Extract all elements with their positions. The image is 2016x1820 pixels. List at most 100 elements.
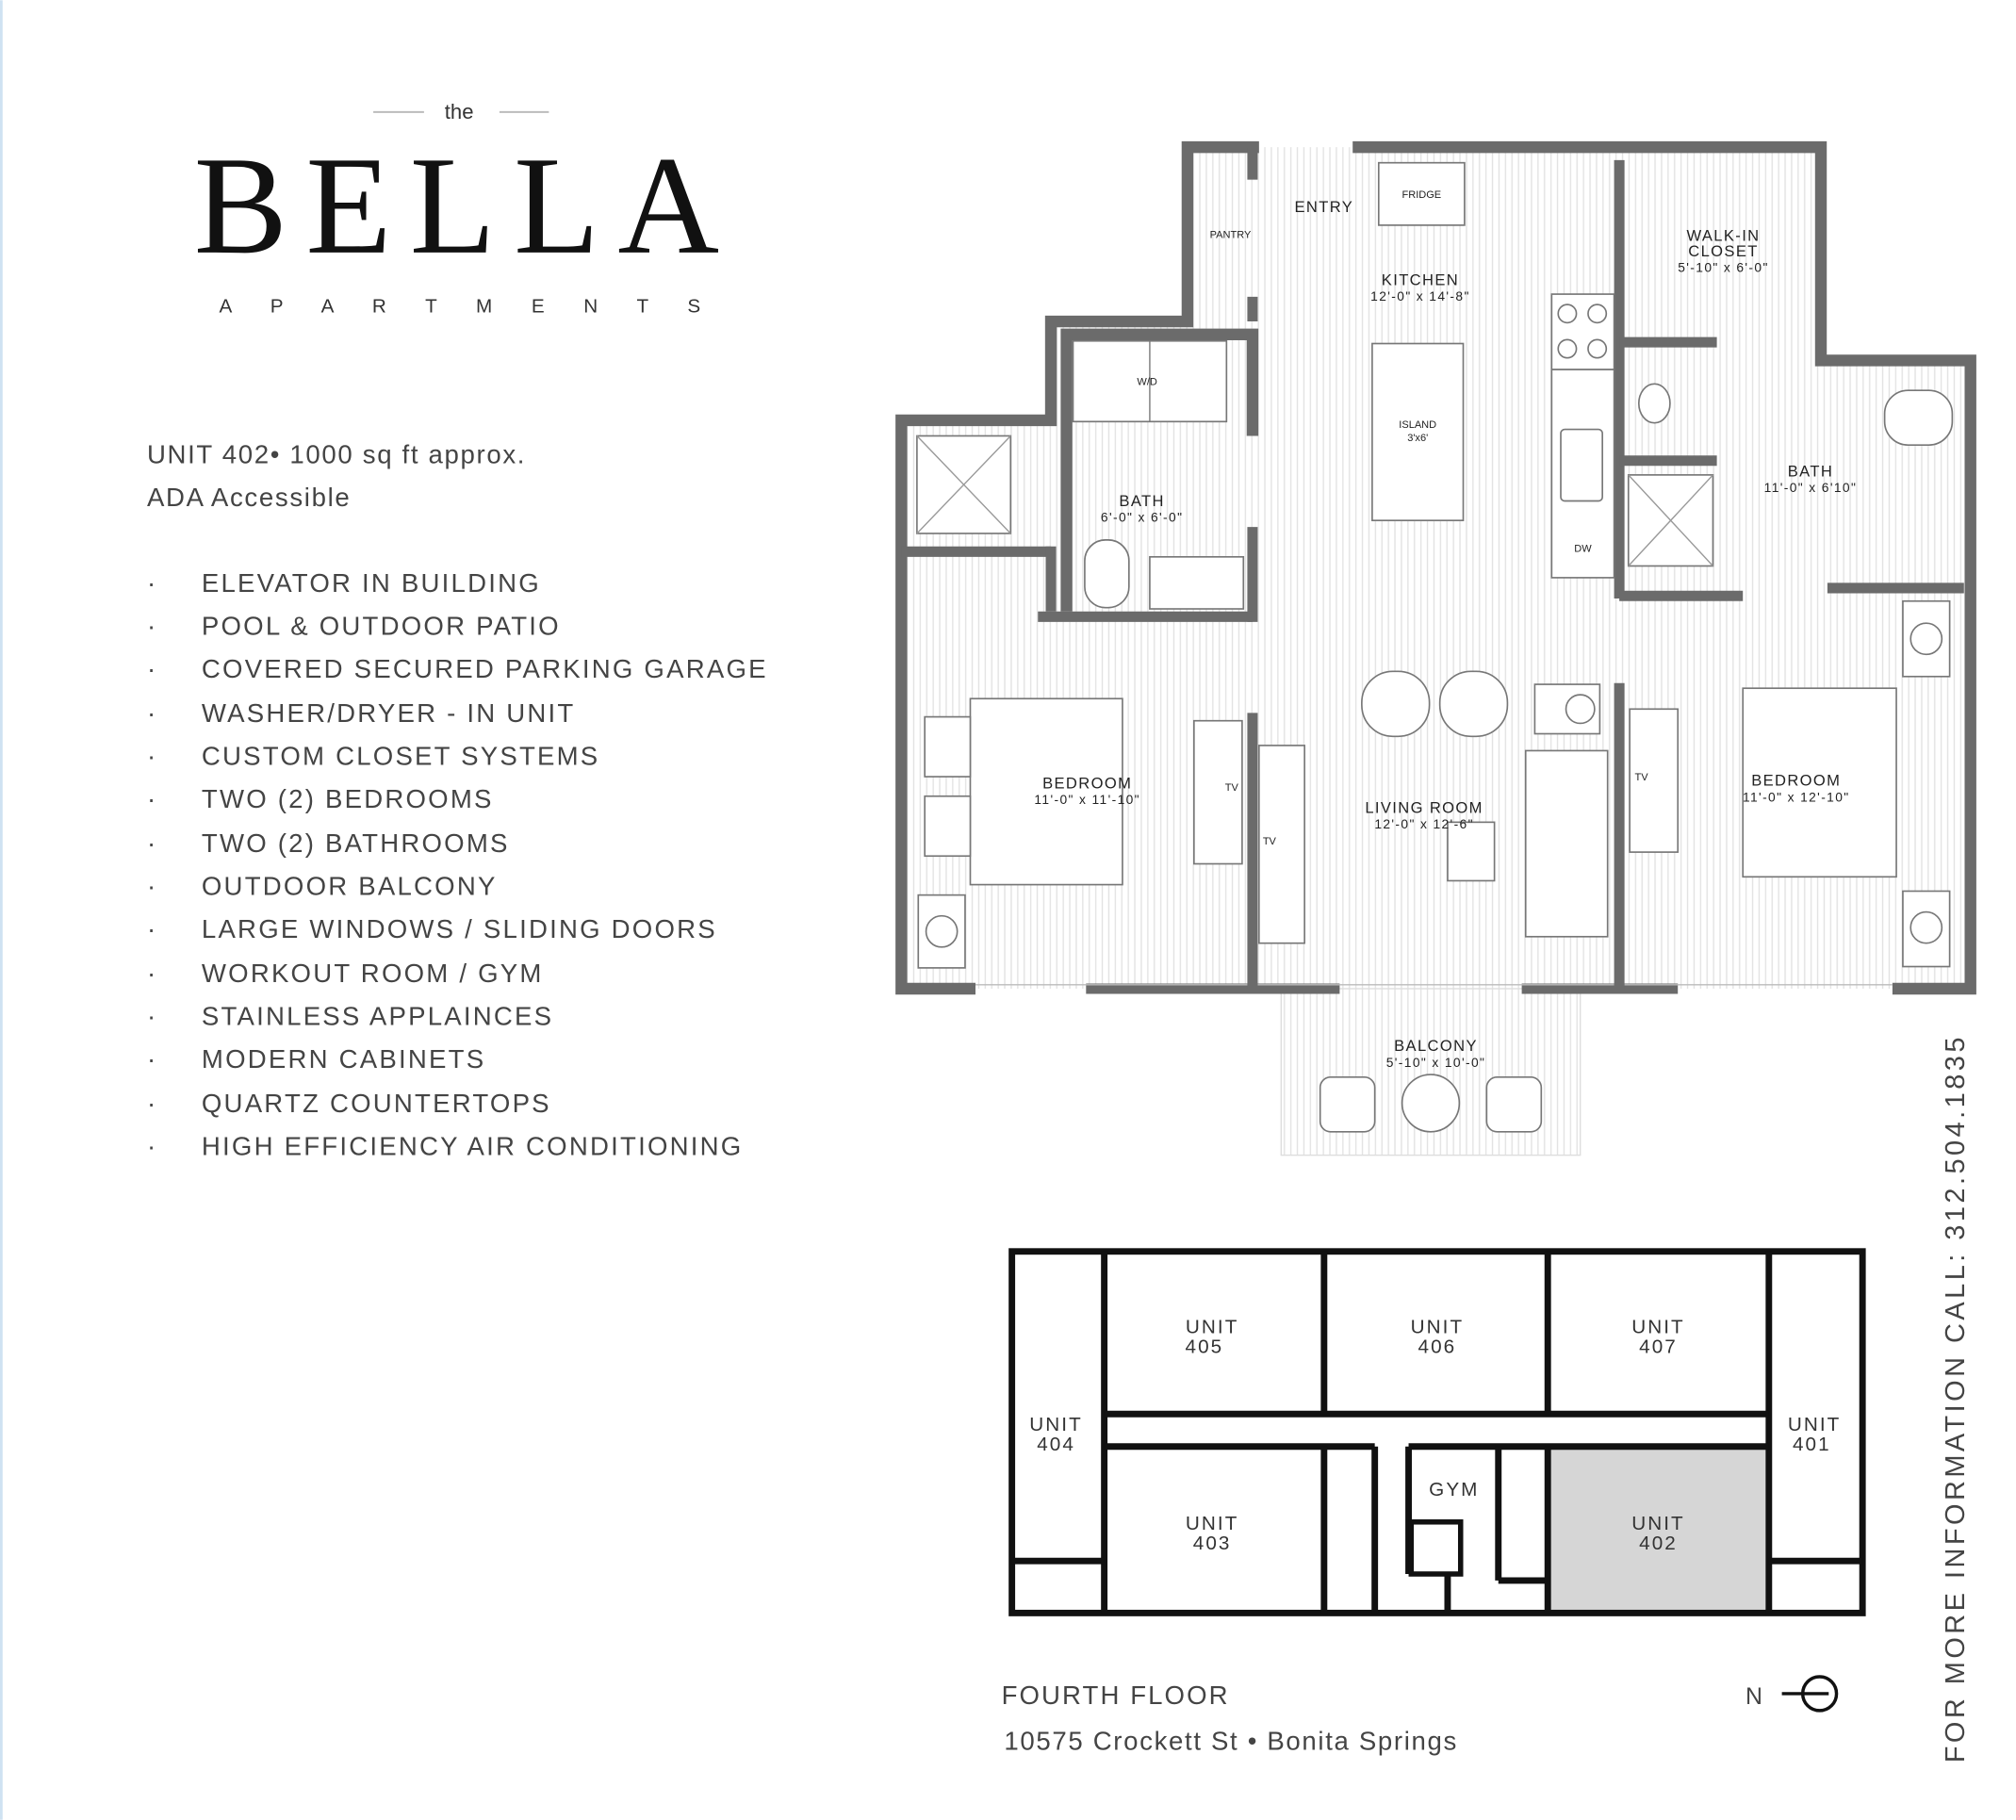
- tv-label: TV: [1635, 772, 1649, 783]
- island: [1371, 342, 1465, 522]
- pantry-label: PANTRY: [1210, 230, 1252, 241]
- svg-text:·: ·: [147, 914, 157, 943]
- unit-402-label: UNIT: [1631, 1513, 1685, 1534]
- svg-text:·: ·: [147, 1002, 157, 1031]
- svg-text:401: 401: [1793, 1434, 1831, 1455]
- svg-text:11'-0" x 12'-10": 11'-0" x 12'-10": [1743, 790, 1850, 804]
- feature-item: · STAINLESS APPLAINCES: [147, 1002, 553, 1031]
- logo-name: BELLA: [194, 128, 738, 284]
- svg-text:STAINLESS APPLAINCES: STAINLESS APPLAINCES: [202, 1002, 553, 1031]
- north-arrow-icon: [1781, 1675, 1839, 1713]
- svg-text:5'-10" x 10'-0": 5'-10" x 10'-0": [1386, 1056, 1486, 1070]
- feature-item: · POOL & OUTDOOR PATIO: [147, 612, 561, 641]
- closet-label: WALK-IN: [1687, 226, 1761, 244]
- svg-text:·: ·: [147, 828, 157, 858]
- bedroom1-label: BEDROOM: [1042, 774, 1132, 792]
- svg-text:·: ·: [147, 742, 157, 771]
- svg-text:CUSTOM CLOSET SYSTEMS: CUSTOM CLOSET SYSTEMS: [202, 742, 600, 771]
- svg-text:11'-0" x 6'10": 11'-0" x 6'10": [1764, 481, 1858, 495]
- svg-text:·: ·: [147, 698, 157, 728]
- north-label: N: [1746, 1684, 1762, 1710]
- svg-text:405: 405: [1186, 1336, 1224, 1357]
- feature-item: · LARGE WINDOWS / SLIDING DOORS: [147, 914, 717, 943]
- feature-item: · QUARTZ COUNTERTOPS: [147, 1089, 551, 1118]
- svg-text:407: 407: [1639, 1336, 1678, 1357]
- entry-label: ENTRY: [1294, 198, 1353, 216]
- svg-text:ISLAND: ISLAND: [1399, 419, 1436, 431]
- logo-prefix: the: [445, 100, 474, 123]
- washer-dryer-label: W/D: [1137, 377, 1156, 388]
- svg-text:·: ·: [147, 872, 157, 901]
- feature-item: · OUTDOOR BALCONY: [147, 872, 498, 901]
- svg-text:6'-0" x 6'-0": 6'-0" x 6'-0": [1101, 511, 1183, 525]
- tv-label: TV: [1225, 782, 1239, 794]
- unit-406-label: UNIT: [1411, 1317, 1465, 1338]
- svg-text:POOL & OUTDOOR PATIO: POOL & OUTDOOR PATIO: [202, 612, 561, 641]
- feature-item: · HIGH EFFICIENCY AIR CONDITIONING: [147, 1132, 744, 1161]
- svg-text:WORKOUT ROOM / GYM: WORKOUT ROOM / GYM: [202, 959, 544, 988]
- svg-text:OUTDOOR BALCONY: OUTDOOR BALCONY: [202, 872, 498, 901]
- svg-text:·: ·: [147, 959, 157, 988]
- address: 10575 Crockett St • Bonita Springs: [1004, 1726, 1458, 1755]
- unit-404-label: UNIT: [1029, 1414, 1083, 1435]
- feature-item: · COVERED SECURED PARKING GARAGE: [147, 654, 768, 683]
- svg-text:LARGE WINDOWS / SLIDING DOORS: LARGE WINDOWS / SLIDING DOORS: [202, 914, 717, 943]
- unit-accessibility: ADA Accessible: [147, 483, 351, 512]
- floor-label: FOURTH FLOOR: [1002, 1681, 1230, 1710]
- svg-text:403: 403: [1193, 1533, 1232, 1554]
- svg-text:·: ·: [147, 1044, 157, 1074]
- svg-text:TWO (2) BATHROOMS: TWO (2) BATHROOMS: [202, 828, 510, 858]
- fridge-label: FRIDGE: [1401, 189, 1441, 201]
- dishwasher-label: DW: [1574, 543, 1592, 554]
- svg-text:·: ·: [147, 612, 157, 641]
- balcony-label: BALCONY: [1394, 1037, 1478, 1055]
- svg-text:12'-0" x 14'-8": 12'-0" x 14'-8": [1370, 289, 1470, 303]
- logo: the BELLA A P A R T M E N T S: [194, 100, 738, 318]
- svg-text:406: 406: [1418, 1336, 1457, 1357]
- feature-item: · MODERN CABINETS: [147, 1044, 485, 1074]
- unit-403-label: UNIT: [1186, 1513, 1239, 1534]
- svg-text:·: ·: [147, 1089, 157, 1118]
- svg-text:QUARTZ COUNTERTOPS: QUARTZ COUNTERTOPS: [202, 1089, 551, 1118]
- bedroom2-label: BEDROOM: [1751, 772, 1841, 790]
- svg-text:·: ·: [147, 1132, 157, 1161]
- svg-text:404: 404: [1037, 1434, 1075, 1455]
- svg-text:·: ·: [147, 784, 157, 813]
- svg-text:ELEVATOR IN BUILDING: ELEVATOR IN BUILDING: [202, 568, 541, 598]
- svg-text:CLOSET: CLOSET: [1688, 242, 1758, 260]
- feature-item: · WORKOUT ROOM / GYM: [147, 959, 544, 988]
- svg-text:WASHER/DRYER - IN UNIT: WASHER/DRYER - IN UNIT: [202, 698, 576, 728]
- svg-text:11'-0" x 11'-10": 11'-0" x 11'-10": [1034, 793, 1140, 807]
- svg-text:MODERN CABINETS: MODERN CABINETS: [202, 1044, 485, 1074]
- unit-407-label: UNIT: [1631, 1317, 1685, 1338]
- balcony: [1280, 988, 1582, 1156]
- feature-item: · TWO (2) BEDROOMS: [147, 784, 494, 813]
- svg-text:TWO (2) BEDROOMS: TWO (2) BEDROOMS: [202, 784, 494, 813]
- unit-401-label: UNIT: [1788, 1414, 1842, 1435]
- logo-tagline: A P A R T M E N T S: [219, 295, 717, 317]
- kitchen-label: KITCHEN: [1382, 271, 1459, 288]
- feature-item: · TWO (2) BATHROOMS: [147, 828, 510, 858]
- svg-text:·: ·: [147, 654, 157, 683]
- feature-item: · WASHER/DRYER - IN UNIT: [147, 698, 576, 728]
- tv-label: TV: [1263, 836, 1277, 847]
- feature-item: · CUSTOM CLOSET SYSTEMS: [147, 742, 600, 771]
- bath2-label: BATH: [1788, 462, 1833, 480]
- unit-floor-plan: FRIDGE DW ISLAND 3'x6' W/D: [895, 140, 1976, 1156]
- contact-info: FOR MORE INFORMATION CALL: 312.504.1835: [1941, 1034, 1971, 1763]
- svg-text:12'-0" x 12'-6": 12'-0" x 12'-6": [1374, 817, 1474, 831]
- svg-text:HIGH EFFICIENCY AIR CONDITIONI: HIGH EFFICIENCY AIR CONDITIONING: [202, 1132, 744, 1161]
- living-room-label: LIVING ROOM: [1365, 799, 1483, 817]
- svg-text:3'x6': 3'x6': [1407, 433, 1428, 444]
- highlighted-unit-402: [1548, 1446, 1769, 1614]
- bath1-label: BATH: [1119, 492, 1164, 510]
- svg-text:5'-10" x 6'-0": 5'-10" x 6'-0": [1678, 261, 1769, 275]
- feature-item: · ELEVATOR IN BUILDING: [147, 568, 541, 598]
- svg-text:COVERED SECURED PARKING GARAGE: COVERED SECURED PARKING GARAGE: [202, 654, 768, 683]
- svg-text:·: ·: [147, 568, 157, 598]
- unit-405-label: UNIT: [1186, 1317, 1239, 1338]
- unit-summary: UNIT 402• 1000 sq ft approx.: [147, 439, 526, 468]
- gym-label: GYM: [1429, 1479, 1479, 1500]
